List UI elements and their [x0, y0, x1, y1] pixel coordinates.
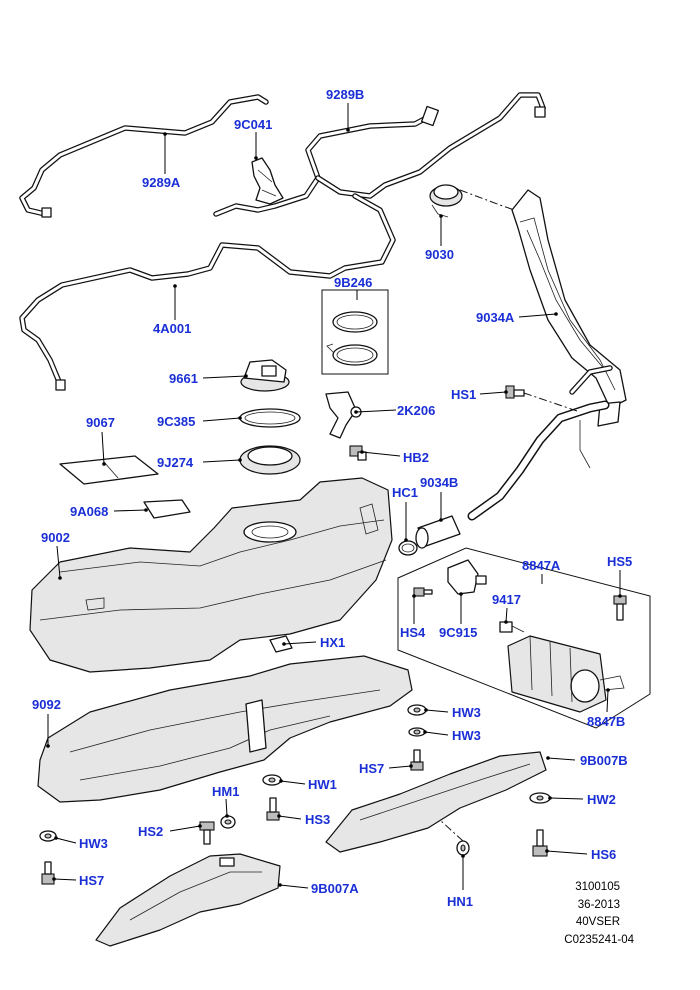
canister-assembly-8847A	[397, 547, 651, 729]
filler-pipe-9034A	[511, 189, 627, 469]
label-HW2[interactable]: HW2	[587, 792, 616, 807]
label-4A001[interactable]: 4A001	[153, 321, 191, 336]
heat-shield-9092	[37, 655, 413, 803]
fuel-tank-9002	[29, 477, 393, 673]
label-9C915[interactable]: 9C915	[439, 625, 477, 640]
label-9661[interactable]: 9661	[169, 371, 198, 386]
label-HW1[interactable]: HW1	[308, 777, 337, 792]
label-9A068[interactable]: 9A068	[70, 504, 108, 519]
label-9J274[interactable]: 9J274	[157, 455, 194, 470]
label-2K206[interactable]: 2K206	[397, 403, 435, 418]
seal-set-9B246	[321, 289, 389, 375]
label-HB2[interactable]: HB2	[403, 450, 429, 465]
bracket-9B007B	[325, 751, 547, 853]
washer-HW3-middle	[408, 727, 426, 737]
reference-line-2: 36-2013	[578, 899, 620, 911]
seal-9C385	[239, 408, 301, 428]
washer-HW1	[262, 774, 282, 786]
bolt-HS1	[505, 385, 581, 413]
connector-9417	[499, 621, 525, 633]
label-HS7-left[interactable]: HS7	[79, 873, 104, 888]
label-9289A[interactable]: 9289A	[142, 175, 181, 190]
bolt-HS7-right	[410, 749, 424, 771]
label-HM1[interactable]: HM1	[212, 784, 239, 799]
label-9C041[interactable]: 9C041	[234, 117, 272, 132]
washer-HW3-left	[39, 830, 57, 842]
pad-9067	[59, 455, 159, 485]
locking-ring-9J274	[239, 445, 301, 475]
clip-9C041	[251, 157, 284, 205]
hose-9034B	[415, 400, 610, 549]
label-HS7-right[interactable]: HS7	[359, 761, 384, 776]
fuel-line-4A001	[19, 193, 396, 391]
label-8847A[interactable]: 8847A	[522, 558, 561, 573]
label-9092[interactable]: 9092	[32, 697, 61, 712]
bolt-HS2	[199, 821, 215, 845]
valve-9C915	[447, 559, 487, 595]
nut-HN1	[439, 819, 470, 856]
label-HS4[interactable]: HS4	[400, 625, 426, 640]
fuel-line-9289A	[19, 94, 269, 218]
washer-HW2	[529, 792, 551, 804]
reference-line-1: 3100105	[575, 881, 620, 893]
label-9B007B[interactable]: 9B007B	[580, 753, 628, 768]
label-HS1[interactable]: HS1	[451, 387, 476, 402]
leader-lines	[46, 103, 622, 890]
nut-HM1	[220, 815, 236, 829]
label-HW3-left[interactable]: HW3	[79, 836, 108, 851]
reference-block: 3100105 36-2013 40VSER C0235241-04	[564, 881, 634, 946]
label-9034A[interactable]: 9034A	[476, 310, 515, 325]
label-HW3-upper[interactable]: HW3	[452, 705, 481, 720]
bolt-HB2	[349, 445, 367, 461]
pad-9A068	[143, 499, 191, 519]
label-9034B[interactable]: 9034B	[420, 475, 458, 490]
bolt-HS5	[613, 595, 627, 621]
bracket-2K206	[325, 391, 362, 439]
label-9067[interactable]: 9067	[86, 415, 115, 430]
label-HC1[interactable]: HC1	[392, 485, 418, 500]
bolt-HS7-left	[41, 861, 55, 885]
bolt-HS4	[413, 587, 433, 597]
label-9C385[interactable]: 9C385	[157, 414, 195, 429]
reference-line-3: 40VSER	[576, 916, 620, 928]
clip-HX1	[269, 635, 293, 653]
bracket-9B007A	[95, 853, 281, 947]
label-HS5[interactable]: HS5	[607, 554, 632, 569]
label-8847B[interactable]: 8847B	[587, 714, 625, 729]
label-HS2[interactable]: HS2	[138, 824, 163, 839]
fuel-pump-module-9661	[240, 359, 290, 392]
label-9B007A[interactable]: 9B007A	[311, 881, 359, 896]
label-9289B[interactable]: 9289B	[326, 87, 364, 102]
filler-cap-9030	[429, 184, 521, 218]
label-9030[interactable]: 9030	[425, 247, 454, 262]
washer-HW3-upper	[407, 704, 427, 716]
reference-line-4: C0235241-04	[564, 934, 634, 946]
hose-clip-HC1	[398, 540, 418, 556]
part-labels: 9289B 9C041 9289A 9030 4A001 9B246 9034A…	[32, 87, 632, 909]
label-HW3-middle[interactable]: HW3	[452, 728, 481, 743]
label-HS3[interactable]: HS3	[305, 812, 330, 827]
label-HX1[interactable]: HX1	[320, 635, 345, 650]
label-9417[interactable]: 9417	[492, 592, 521, 607]
bolt-HS3	[266, 797, 280, 821]
label-HS6[interactable]: HS6	[591, 847, 616, 862]
label-9B246[interactable]: 9B246	[334, 275, 372, 290]
label-9002[interactable]: 9002	[41, 530, 70, 545]
label-HN1[interactable]: HN1	[447, 894, 473, 909]
bolt-HS6	[532, 829, 548, 857]
